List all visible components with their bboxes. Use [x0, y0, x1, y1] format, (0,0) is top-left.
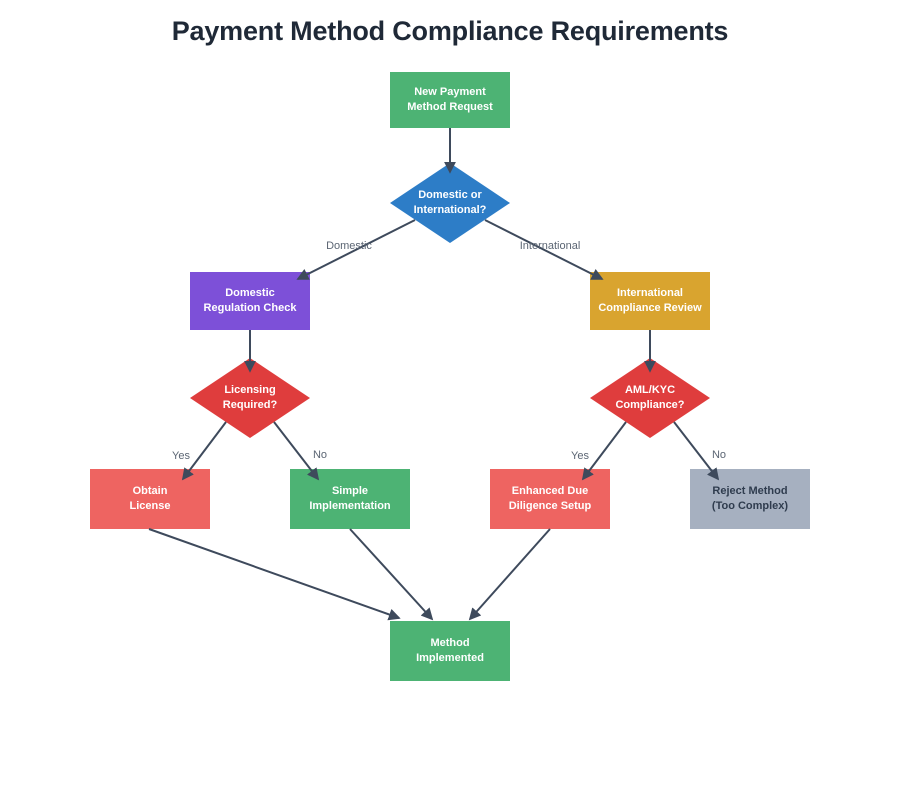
node-licensing-required-decision: Licensing Required?	[190, 358, 310, 438]
node-new-payment-method-request: New Payment Method Request	[390, 72, 510, 128]
edge-label-licensing-yes: Yes	[172, 450, 190, 462]
edge-label-domestic: Domestic	[326, 240, 372, 252]
edge-label-licensing-no: No	[312, 449, 328, 461]
node-enhanced-due-diligence-setup: Enhanced Due Diligence Setup	[490, 469, 610, 529]
edge-simple-implementation-to-implemented	[349, 528, 434, 621]
edge-label-aml-yes: Yes	[571, 450, 589, 462]
diagram-title: Payment Method Compliance Requirements	[171, 16, 729, 46]
node-obtain-license: Obtain License	[90, 469, 210, 529]
edge-obtain-license-to-implemented	[148, 528, 401, 621]
edge-enhanced-dd-to-implemented	[468, 528, 551, 621]
node-domestic-regulation-check: Domestic Regulation Check	[190, 272, 310, 330]
node-simple-implementation: Simple Implementation	[290, 469, 410, 529]
edge-label-aml-no: No	[711, 449, 727, 461]
edge-label-international: International	[519, 240, 581, 252]
node-international-compliance-review: International Compliance Review	[590, 272, 710, 330]
node-reject-method: Reject Method (Too Complex)	[690, 469, 810, 529]
node-aml-kyc-compliance-decision: AML/KYC Compliance?	[590, 358, 710, 438]
node-method-implemented: Method Implemented	[390, 621, 510, 681]
node-domestic-or-international-decision: Domestic or International?	[390, 163, 510, 243]
